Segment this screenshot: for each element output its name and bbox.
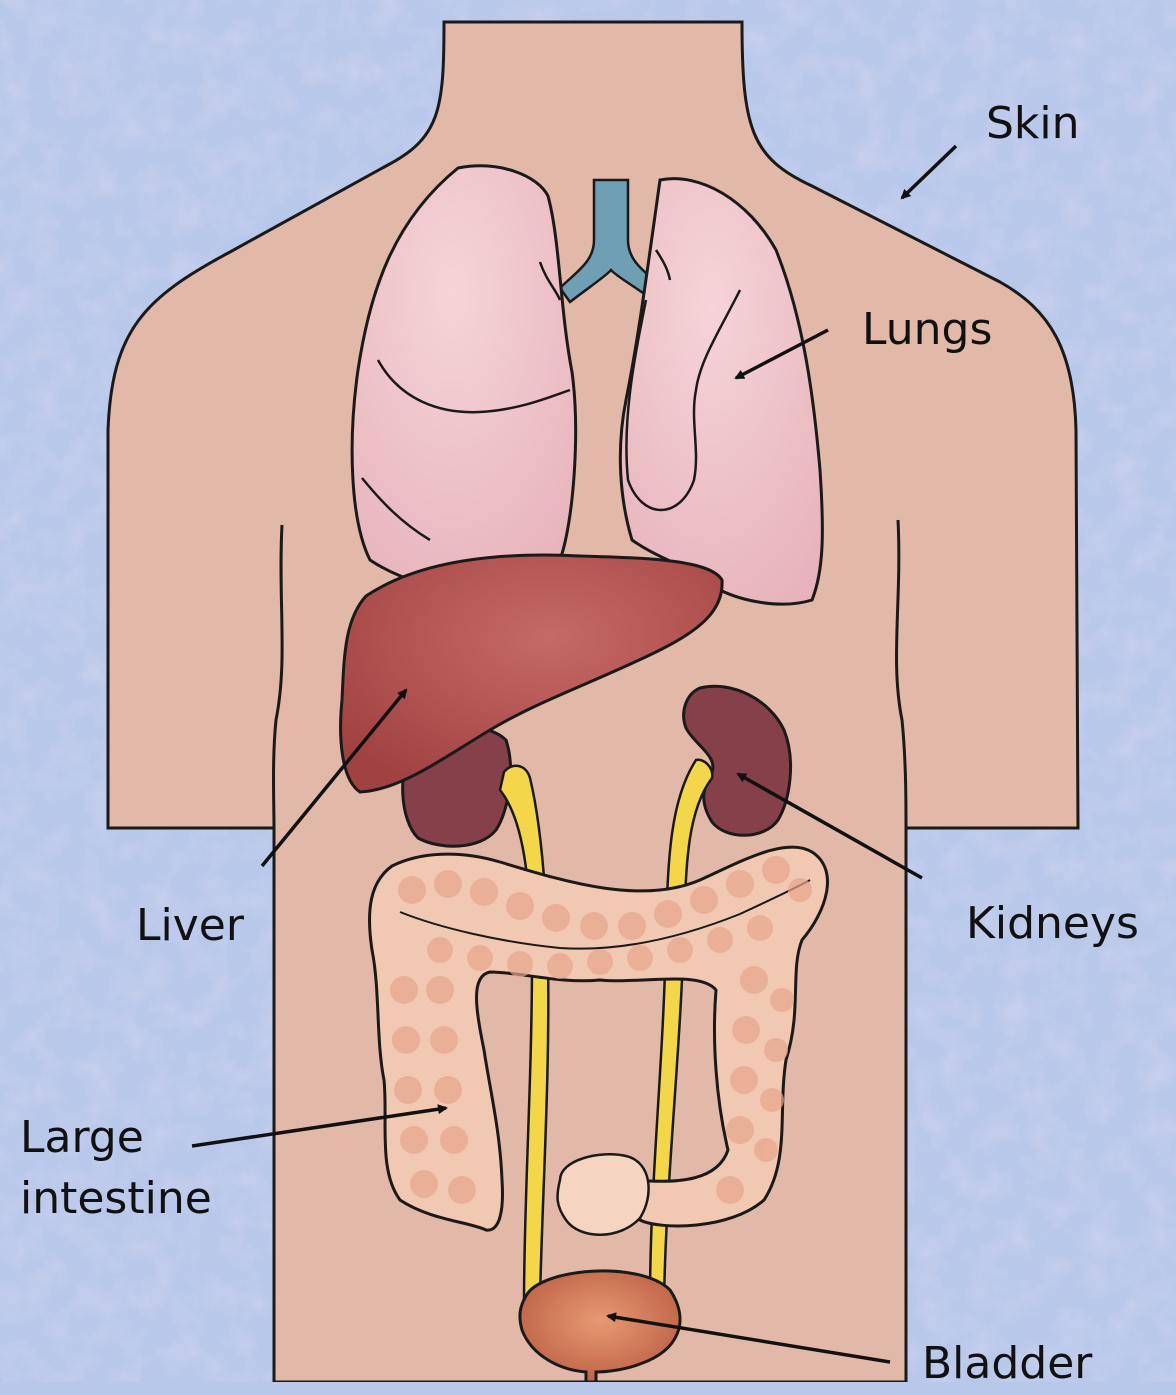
large-intestine-label-line2: intestine [20, 1169, 212, 1230]
large-intestine-label: Large intestine [20, 1108, 212, 1229]
large-intestine-label-line1: Large [20, 1108, 212, 1169]
lungs-label: Lungs [862, 300, 992, 361]
liver-label: Liver [136, 896, 244, 957]
rectum-loop [558, 1154, 649, 1234]
kidneys-label: Kidneys [966, 894, 1139, 955]
bladder-label: Bladder [922, 1334, 1092, 1395]
skin-label: Skin [986, 94, 1080, 155]
